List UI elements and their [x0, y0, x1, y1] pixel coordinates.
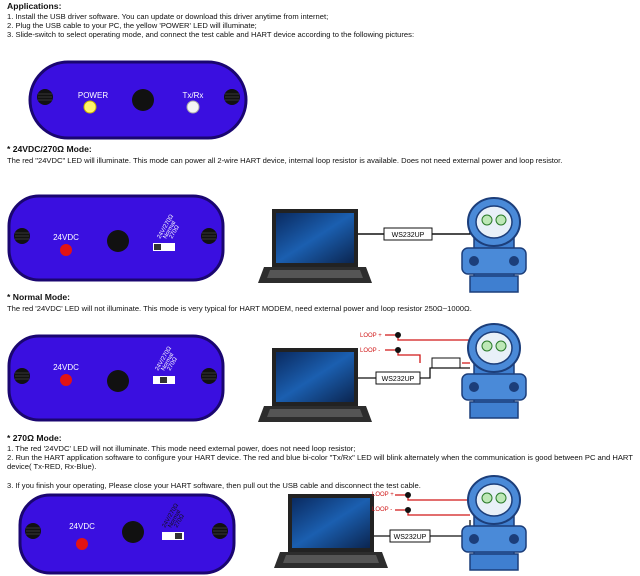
- loop-minus-normal: LOOP -: [360, 348, 380, 354]
- hart-modem-device-normal: 24VDC 24V/270Ω Normal 270Ω: [7, 334, 225, 422]
- hart-modem-device-24v: 24VDC 24V/270Ω Normal 270Ω: [7, 194, 225, 282]
- mode-24v-heading: * 24VDC/270Ω Mode:: [7, 144, 92, 154]
- mode-normal-description: The red '24VDC' LED will not illuminate.…: [7, 304, 472, 313]
- hart-transmitter-normal: [461, 323, 527, 419]
- laptop-normal: [258, 348, 372, 422]
- svg-text:24VDC: 24VDC: [53, 363, 79, 372]
- svg-text:24VDC: 24VDC: [69, 522, 95, 531]
- mode-270-step-1: 1. The red '24VDC' LED will not illumina…: [7, 444, 356, 453]
- laptop-270: [274, 494, 388, 568]
- mode-normal-heading: * Normal Mode:: [7, 292, 71, 302]
- led-24vdc-label: 24VDC: [53, 233, 79, 242]
- hart-modem-device-top: POWER Tx/Rx: [28, 60, 248, 140]
- step-2: 2. Plug the USB cable to your PC, the ye…: [7, 21, 257, 30]
- loop-minus-270: LOOP -: [372, 507, 392, 513]
- mode-24v-description: The red "24VDC" LED will illuminate. Thi…: [7, 156, 563, 165]
- power-label: POWER: [78, 91, 108, 100]
- hart-transmitter-24v: [461, 197, 527, 293]
- mode-270-heading: * 270Ω Mode:: [7, 433, 62, 443]
- laptop-24v: [258, 209, 372, 283]
- mode-270-step-2: 2. Run the HART application software to …: [7, 453, 633, 472]
- ws232up-label-24v: WS232UP: [392, 232, 425, 239]
- ws232up-label-270: WS232UP: [394, 534, 427, 541]
- led-24vdc: [60, 244, 72, 256]
- mode-270-step-3: 3. If you finish your operating, Please …: [7, 481, 421, 490]
- txrx-label: Tx/Rx: [183, 91, 204, 100]
- applications-heading: Applications:: [7, 1, 62, 11]
- ws232up-label-normal: WS232UP: [382, 376, 415, 383]
- txrx-led: [186, 100, 200, 114]
- led-24vdc-off-normal: [60, 374, 72, 386]
- loop-plus-normal: LOOP +: [360, 333, 382, 339]
- loop-plus-270: LOOP +: [372, 492, 394, 498]
- led-24vdc-off-270: [76, 538, 88, 550]
- hart-modem-device-270: 24VDC 24V/270Ω Normal 270Ω: [18, 493, 236, 575]
- hart-transmitter-270: [461, 475, 527, 571]
- step-1: 1. Install the USB driver software. You …: [7, 12, 329, 21]
- power-led: [83, 100, 97, 114]
- step-3: 3. Slide-switch to select operating mode…: [7, 30, 415, 39]
